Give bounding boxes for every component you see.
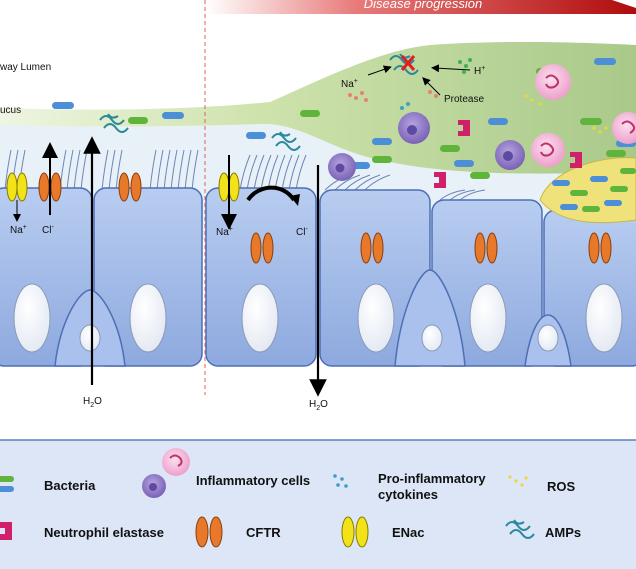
legend-neutrophil-elastase-icon xyxy=(0,522,12,540)
h-label-top: H+ xyxy=(474,65,485,77)
neutrophil-cells xyxy=(531,64,636,167)
water-flow-arrows xyxy=(83,136,327,397)
legend-enac-icon xyxy=(341,516,369,548)
neutrophil-elastase-marks xyxy=(434,120,582,188)
legend-ros-icon xyxy=(508,475,528,487)
amp-annotation-arrows xyxy=(367,64,471,96)
airway-lumen-label: way Lumen xyxy=(0,62,51,73)
enac-channel-mid xyxy=(218,172,240,202)
legend-bacteria-label: Bacteria xyxy=(44,478,96,493)
disease-progression-banner: Disease progression xyxy=(206,0,636,14)
legend-inflammatory-cells-label: Inflammatory cells xyxy=(196,473,310,488)
legend-neutrophil-elastase-label: Neutrophil elastase xyxy=(44,525,164,540)
cl-label-mid: Cl- xyxy=(296,226,308,238)
ros-dots xyxy=(524,94,608,134)
mucus-label: ucus xyxy=(0,105,21,116)
cilia xyxy=(4,149,486,201)
legend-enac-label: ENac xyxy=(392,525,425,540)
cl-label-left: Cl- xyxy=(42,224,54,236)
ion-dot-clusters xyxy=(348,58,472,110)
legend-amps-icon xyxy=(505,519,535,539)
cftr-channel-cell2 xyxy=(118,172,142,202)
na-label-mid: Na+ xyxy=(216,226,233,238)
legend-ros-label: ROS xyxy=(547,479,576,494)
enac-channel-left xyxy=(6,172,28,202)
legend-cytokines-icon xyxy=(333,474,348,488)
macrophage-cells xyxy=(328,112,525,181)
legend-panel xyxy=(0,439,636,569)
cftr-channel-internalized xyxy=(250,232,612,264)
water-label-left: H2O xyxy=(83,396,102,409)
legend-cftr-icon xyxy=(195,516,223,548)
legend-bacteria-icon xyxy=(0,476,14,492)
na-label-top: Na+ xyxy=(341,78,358,90)
legend-amps-label: AMPs xyxy=(545,525,581,540)
banner-text: Disease progression xyxy=(364,0,483,11)
protease-label: Protease xyxy=(444,94,484,105)
amp-molecules xyxy=(99,53,419,151)
amp-inactivated-x xyxy=(400,55,416,71)
biofilm xyxy=(539,157,636,224)
ion-flow-arrows xyxy=(13,142,300,230)
legend-inflammatory-cells-icon xyxy=(142,448,190,498)
legend-cftr-label: CFTR xyxy=(246,525,281,540)
water-label-right: H2O xyxy=(309,399,328,412)
na-label-left: Na+ xyxy=(10,224,27,236)
